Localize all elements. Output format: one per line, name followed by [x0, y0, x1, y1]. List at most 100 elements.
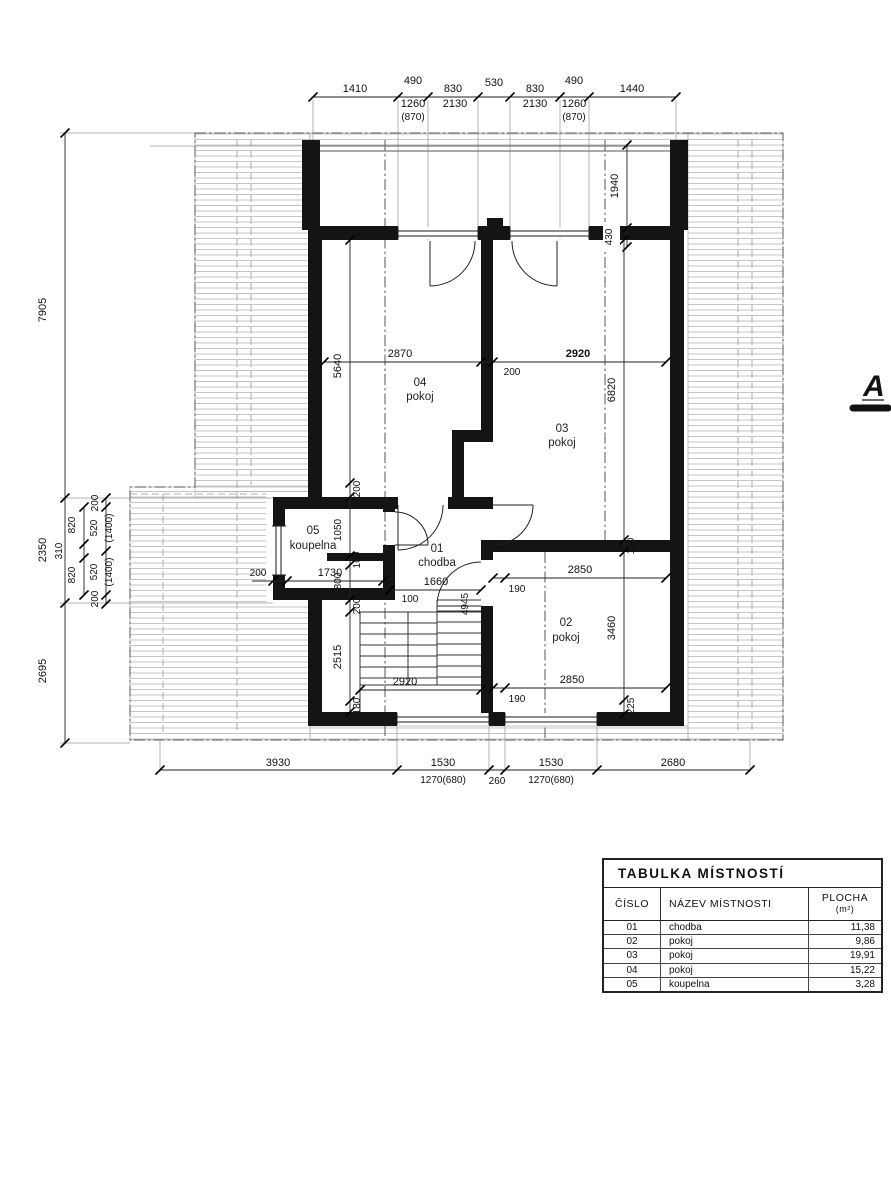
room-03-number: 03	[556, 423, 569, 435]
room-02-name: pokoj	[552, 632, 580, 644]
windows	[272, 227, 598, 725]
table-row: 04 pokoj 15,22	[604, 963, 881, 978]
dim-r02-190-top: 190	[509, 584, 526, 595]
cell-plocha: 9,86	[855, 936, 875, 948]
col-header-plocha: PLOCHA (m²)	[809, 888, 881, 920]
cell-cislo: 02	[604, 935, 661, 949]
table-row: 02 pokoj 9,86	[604, 935, 881, 950]
cell-cislo: 03	[604, 949, 661, 963]
dim-left-310: 310	[54, 542, 65, 559]
room-04-number: 04	[414, 377, 427, 389]
dim-chodba-width: 1660	[424, 576, 448, 588]
dim-text-interior: 2870 2920 200 5640 200 1050 100 800 200 …	[250, 348, 637, 714]
extension-lines	[60, 100, 751, 772]
dim-top-830b: 830	[526, 83, 544, 95]
dim-koup-100: 100	[352, 551, 363, 568]
dim-left-1400a: (1400)	[104, 514, 115, 543]
table-row: 05 koupelna 3,28	[604, 977, 881, 991]
dim-left-2350: 2350	[37, 538, 49, 562]
dim-bottom-1270a: 1270(680)	[420, 775, 466, 786]
room-table: TABULKA MÍSTNOSTÍ ČÍSLO NÁZEV MÍSTNOSTI …	[602, 858, 883, 993]
cell-cislo: 04	[604, 963, 661, 977]
dim-bottom-1270b: 1270(680)	[528, 775, 574, 786]
dim-r04-height: 5640	[332, 354, 344, 378]
dim-r03-width: 2920	[566, 348, 590, 360]
dim-koup-800: 800	[333, 572, 344, 589]
balcony-railing	[320, 145, 670, 152]
dim-top-1260b: 1260	[562, 98, 586, 110]
dim-wall-200b: 200	[352, 480, 363, 497]
dim-text-balcony: 1940 430	[603, 174, 621, 252]
dim-text-bottom: 3930 1530 260 1530 2680 1270(680) 1270(6…	[266, 757, 685, 787]
dim-top-2130b: 2130	[523, 98, 547, 110]
cell-plocha: 11,38	[850, 922, 875, 933]
dim-top-530: 530	[485, 77, 503, 89]
dim-left-7905: 7905	[37, 298, 49, 322]
dim-r02-225: 225	[626, 697, 637, 714]
dim-left-820a: 820	[67, 516, 78, 533]
dim-koup-wall: 200	[250, 568, 267, 579]
room-03-name: pokoj	[548, 437, 576, 449]
cell-plocha: 3,28	[855, 978, 875, 990]
dim-r02-width-top: 2850	[568, 564, 592, 576]
dim-r02-190-bot: 190	[509, 694, 526, 705]
cell-nazev: pokoj	[661, 963, 809, 977]
dim-top-490a: 490	[404, 75, 422, 87]
dim-top-490b: 490	[565, 75, 583, 87]
doors	[394, 240, 558, 607]
dim-bottom-260: 260	[489, 776, 506, 787]
cell-plocha: 19,91	[849, 950, 875, 962]
cell-nazev: chodba	[661, 921, 809, 935]
cell-plocha: 15,22	[849, 964, 875, 976]
dim-bottom-3930: 3930	[266, 757, 290, 769]
dim-top-870b: (870)	[562, 112, 585, 123]
dim-left-820b: 820	[67, 566, 78, 583]
dim-top-870a: (870)	[401, 112, 424, 123]
cell-nazev: pokoj	[661, 935, 809, 949]
room-05-name: koupelna	[290, 540, 337, 552]
dim-top-1410: 1410	[343, 83, 367, 95]
room-04-name: pokoj	[406, 391, 434, 403]
dim-bottom-2680: 2680	[661, 757, 685, 769]
dim-wall-180: 180	[626, 537, 637, 554]
walls	[273, 140, 688, 726]
roof-dashed-lines	[130, 140, 753, 733]
col-header-nazev: NÁZEV MÍSTNOSTI	[661, 888, 809, 920]
room-labels: 04 pokoj 03 pokoj 05 koupelna 01 chodba …	[290, 377, 580, 644]
dim-r02-width-bot: 2850	[560, 674, 584, 686]
dim-text-top: 1410 490 830 530 830 490 1440 1260 2130 …	[343, 75, 644, 123]
dim-wall-200: 200	[504, 367, 521, 378]
col-header-plocha-unit: (m²)	[835, 904, 855, 914]
dim-left-2695: 2695	[37, 659, 49, 683]
table-row: 01 chodba 11,38	[604, 921, 881, 936]
cell-nazev: pokoj	[661, 949, 809, 963]
section-marker-letter: A	[862, 370, 885, 403]
room-05-number: 05	[307, 525, 320, 537]
dimension-lines	[64, 96, 750, 771]
cell-cislo: 01	[604, 921, 661, 935]
dim-left-520b: 520	[89, 563, 100, 580]
section-marker: A	[849, 370, 891, 412]
dim-left-1400b: (1400)	[104, 558, 115, 587]
stairs	[359, 599, 481, 712]
dim-stair-diag: 4945	[460, 592, 471, 615]
cell-cislo: 05	[604, 977, 661, 991]
room-01-number: 01	[431, 543, 444, 555]
dim-430-bg	[603, 222, 620, 252]
dim-top-1260a: 1260	[401, 98, 425, 110]
dim-stair-180: 180	[352, 697, 363, 714]
dim-chodba-100: 100	[402, 594, 419, 605]
room-02-number: 02	[560, 617, 573, 629]
dim-bottom-1530a: 1530	[431, 757, 455, 769]
dim-text-left: 7905 2350 2695 820 310 820 200 520 (1400…	[37, 298, 115, 683]
dim-koup-width: 1730	[318, 567, 342, 579]
bathroom-underlay	[266, 492, 398, 604]
room-table-title: TABULKA MÍSTNOSTÍ	[604, 860, 881, 888]
dim-left-200b: 200	[90, 590, 101, 607]
dim-koup-1050: 1050	[333, 518, 344, 541]
dim-r02-height: 3460	[606, 616, 618, 640]
dim-top-1440: 1440	[620, 83, 644, 95]
room-01-name: chodba	[418, 557, 456, 569]
